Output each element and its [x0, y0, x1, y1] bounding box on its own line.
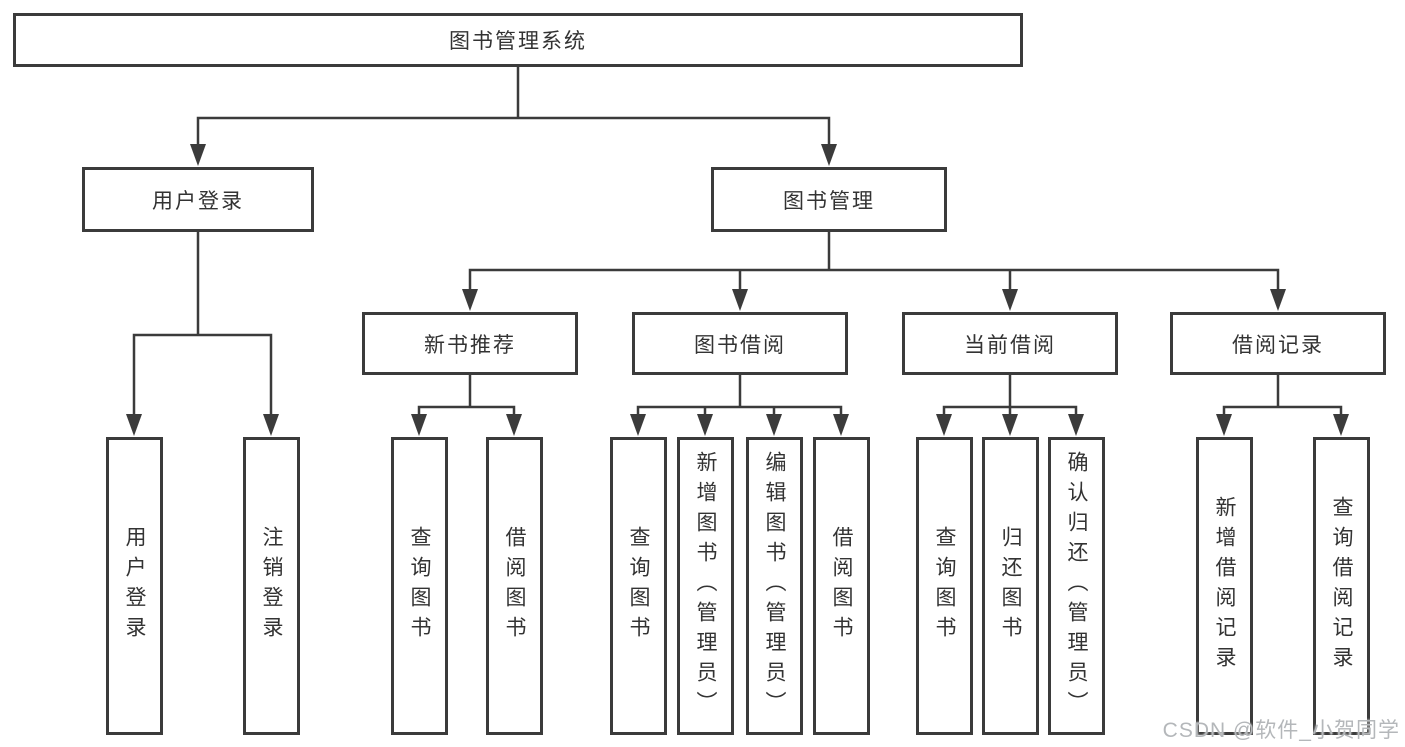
leaf-label: 编辑图书（管理员）	[763, 451, 786, 721]
leaf-label: 借阅图书	[503, 526, 526, 646]
node-leaf-borrow-books-recommend: 借阅图书	[486, 437, 543, 735]
node-leaf-return-books: 归还图书	[982, 437, 1039, 735]
node-leaf-borrow-books: 借阅图书	[813, 437, 870, 735]
watermark-text: CSDN @软件_小贺同学	[1162, 719, 1400, 742]
node-leaf-edit-books-admin: 编辑图书（管理员）	[746, 437, 803, 735]
node-section-borrow-records: 借阅记录	[1170, 312, 1386, 375]
leaf-label: 借阅图书	[830, 526, 853, 646]
node-section-current-borrow: 当前借阅	[902, 312, 1118, 375]
node-leaf-query-books-borrow: 查询图书	[610, 437, 667, 735]
node-leaf-user-login: 用户登录	[106, 437, 163, 735]
leaf-label: 归还图书	[999, 526, 1022, 646]
node-leaf-query-books-recommend: 查询图书	[391, 437, 448, 735]
node-leaf-add-books-admin: 新增图书（管理员）	[677, 437, 734, 735]
node-root: 图书管理系统	[13, 13, 1023, 67]
node-section-new-book-recommend: 新书推荐	[362, 312, 578, 375]
node-branch-user-login: 用户登录	[82, 167, 314, 232]
leaf-label: 注销登录	[260, 526, 283, 646]
leaf-label: 确认归还（管理员）	[1065, 451, 1088, 721]
leaf-label: 查询图书	[933, 526, 956, 646]
node-branch-book-management: 图书管理	[711, 167, 947, 232]
node-leaf-confirm-return-admin: 确认归还（管理员）	[1048, 437, 1105, 735]
leaf-label: 新增图书（管理员）	[694, 451, 717, 721]
node-leaf-logout: 注销登录	[243, 437, 300, 735]
leaf-label: 新增借阅记录	[1213, 496, 1236, 676]
leaf-label: 查询借阅记录	[1330, 496, 1353, 676]
leaf-label: 查询图书	[408, 526, 431, 646]
leaf-label: 用户登录	[123, 526, 146, 646]
node-leaf-query-borrow-record: 查询借阅记录	[1313, 437, 1370, 735]
node-leaf-add-borrow-record: 新增借阅记录	[1196, 437, 1253, 735]
leaf-label: 查询图书	[627, 526, 650, 646]
node-leaf-query-books-current: 查询图书	[916, 437, 973, 735]
node-section-book-borrow: 图书借阅	[632, 312, 848, 375]
